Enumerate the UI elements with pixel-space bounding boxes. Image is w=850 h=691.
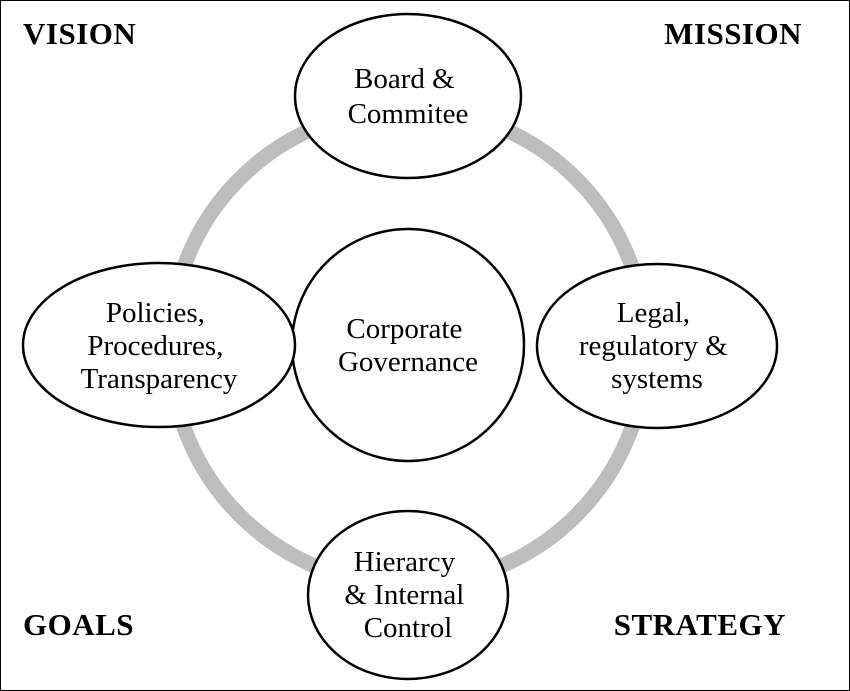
legal-node-label: Legal, regulatory & systems [579,297,735,395]
legal-line-3: systems [611,363,703,395]
strategy-label: STRATEGY [613,607,786,642]
hierarcy-line-1: Hierarcy [354,546,456,578]
policies-line-2: Procedures, [87,330,223,362]
center-line-1: Corporate [346,313,462,345]
board-node [293,12,523,180]
policies-node [21,261,297,429]
legal-node [535,262,779,430]
hierarcy-line-3: Control [364,612,453,644]
center-line-2: Governance [338,346,478,378]
policies-line-3: Transparency [81,363,238,395]
hierarcy-line-2: & Internal [344,579,464,611]
hierarcy-node [306,509,510,681]
vision-label: VISION [23,16,137,51]
policies-node-label: Policies, Procedures, Transparency [81,297,238,395]
board-node-label: Board & Commitee [348,63,469,130]
legal-line-2: regulatory & [579,330,728,362]
board-line-1: Board & [354,63,455,95]
center-label: Corporate Governance [338,313,478,378]
goals-label: GOALS [23,607,135,642]
board-line-2: Commitee [348,98,469,130]
center-circle [290,227,526,463]
mission-label: MISSION [664,16,802,51]
legal-line-1: Legal, [617,297,690,329]
hierarcy-node-label: Hierarcy & Internal Control [344,546,471,644]
policies-line-1: Policies, [106,297,205,329]
